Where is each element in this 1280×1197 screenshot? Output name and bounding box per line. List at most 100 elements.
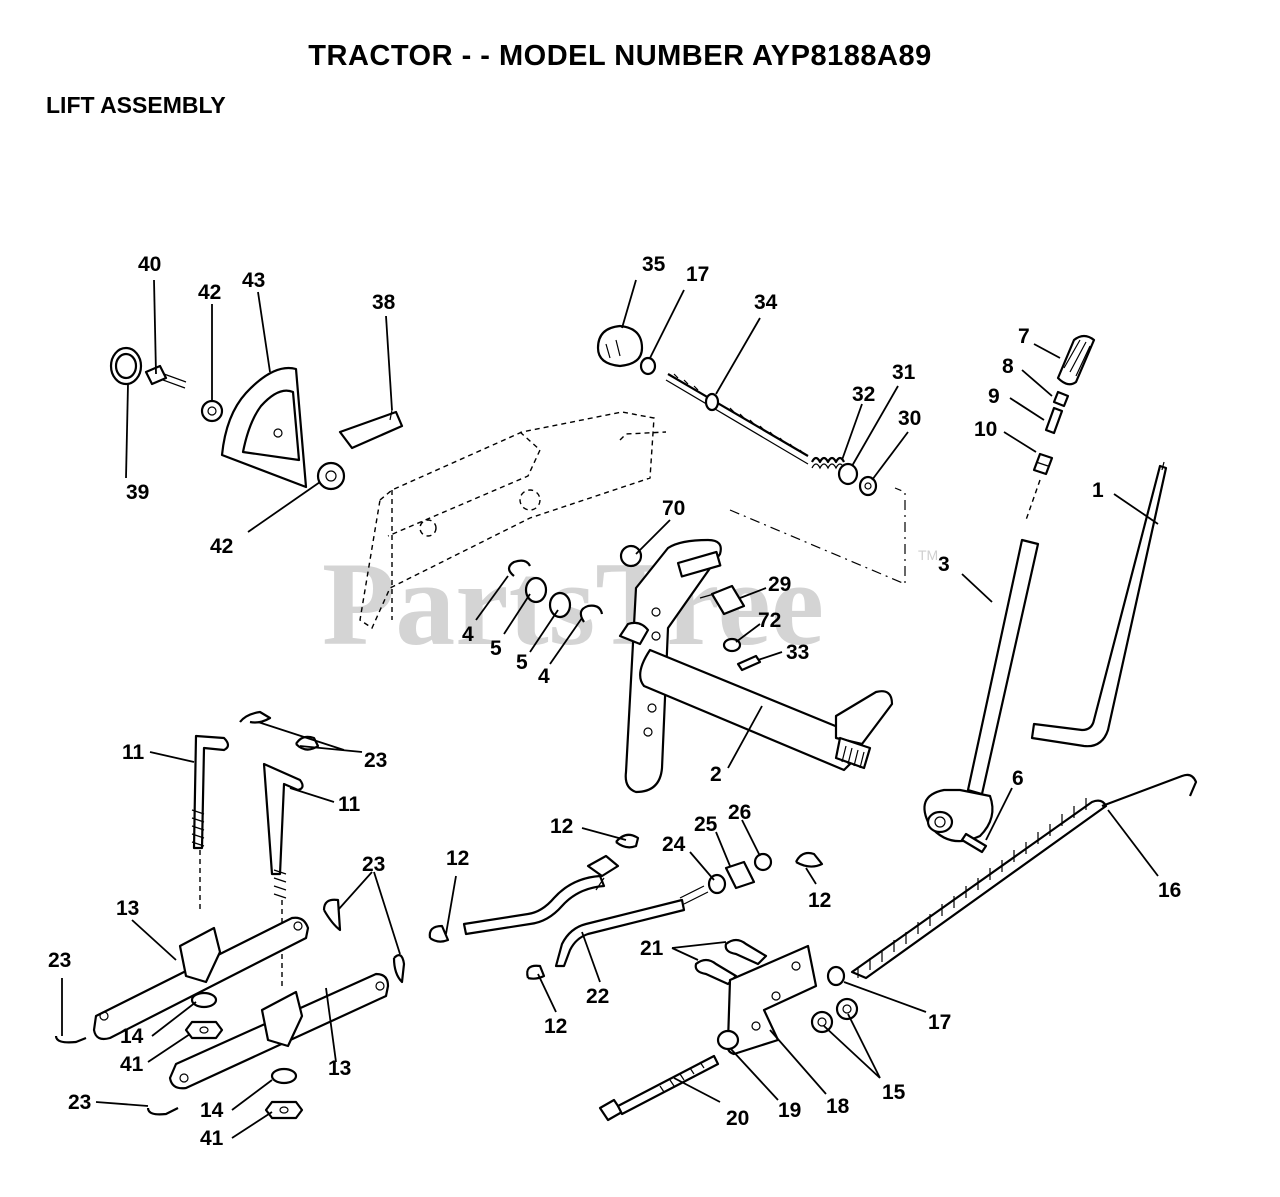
callout-13-upper: 13	[116, 897, 139, 920]
part-1-lift-rod	[1030, 461, 1168, 748]
part-25-block	[724, 860, 756, 890]
callout-11-right: 11	[338, 793, 361, 816]
callout-34: 34	[754, 291, 778, 314]
part-14-washer-lower	[270, 1067, 298, 1085]
callout-22: 22	[586, 985, 609, 1008]
part-13-link-upper	[92, 916, 310, 1041]
part-16-spring	[850, 773, 1198, 980]
part-19-washer	[716, 1029, 740, 1051]
part-26-nut	[753, 852, 773, 872]
callout-12-right: 12	[808, 889, 831, 912]
callout-16: 16	[1158, 879, 1181, 902]
callout-2: 2	[710, 763, 722, 786]
part-11-rod-right	[262, 762, 304, 899]
callout-26: 26	[728, 801, 751, 824]
part-3-lift-lever	[923, 538, 1040, 843]
callout-18: 18	[826, 1095, 850, 1118]
part-23-pin-link-upper	[322, 898, 342, 932]
callout-33: 33	[786, 641, 809, 664]
part-22-rod	[554, 885, 709, 968]
callout-23-bottom: 23	[68, 1091, 91, 1114]
callout-43: 43	[242, 269, 265, 292]
callout-17-top: 17	[686, 263, 709, 286]
part-17-washer-top	[639, 356, 657, 376]
part-14-washer-upper	[190, 991, 218, 1009]
callout-23-mid: 23	[362, 853, 385, 876]
callout-38: 38	[372, 291, 396, 314]
callout-9: 9	[988, 385, 1000, 408]
part-8-collar	[1052, 390, 1070, 408]
part-23-pin-left	[54, 1035, 87, 1044]
callout-41-upper: 41	[120, 1053, 144, 1076]
part-4-ring-right	[579, 604, 604, 623]
callout-32: 32	[852, 383, 875, 406]
callout-24: 24	[662, 833, 686, 856]
callout-5-b: 5	[516, 651, 528, 674]
part-23-pin-top	[239, 710, 272, 724]
part-30-nut	[858, 475, 878, 497]
callout-10: 10	[974, 418, 997, 441]
part-15-bushing-b	[835, 997, 859, 1021]
leader-lines	[61, 279, 1159, 1139]
callout-23-left: 23	[48, 949, 71, 972]
part-42-washer-lower	[316, 461, 346, 491]
callout-14-lower: 14	[200, 1099, 224, 1122]
part-12-pin-left	[428, 924, 450, 943]
part-29-block	[699, 584, 746, 616]
callout-31: 31	[892, 361, 916, 384]
callout-7: 7	[1018, 325, 1030, 348]
callout-70: 70	[662, 497, 685, 520]
part-5-ring-b	[548, 591, 572, 619]
callout-35: 35	[642, 253, 666, 276]
callout-12-top: 12	[550, 815, 573, 838]
part-34-threaded-rod	[665, 373, 809, 465]
callout-19: 19	[778, 1099, 801, 1122]
part-15-bushing-a	[810, 1010, 834, 1034]
callout-4-left: 4	[462, 623, 474, 646]
part-5-ring-a	[524, 576, 548, 604]
callout-20: 20	[726, 1107, 749, 1130]
watermark-text: PartsTree	[322, 537, 824, 670]
part-23-pin-link-lower	[392, 954, 406, 984]
part-17-washer-bottom	[826, 965, 846, 987]
part-42-washer-upper	[200, 399, 224, 423]
part-41-nut-lower	[264, 1100, 304, 1120]
callout-1: 1	[1092, 479, 1104, 502]
part-20-bolt	[598, 1054, 720, 1122]
callout-11-left: 11	[122, 741, 145, 764]
callout-8: 8	[1002, 355, 1014, 378]
part-41-nut-upper	[184, 1020, 224, 1040]
callout-72: 72	[758, 609, 781, 632]
part-4-ring-left	[507, 559, 531, 577]
part-13-link-lower	[168, 972, 390, 1090]
part-43-bracket	[220, 366, 308, 489]
callout-40: 40	[138, 253, 161, 276]
part-70-washer	[619, 544, 643, 568]
part-6-bolt	[960, 832, 988, 854]
callout-42-upper: 42	[198, 281, 221, 304]
callout-13-lower: 13	[328, 1057, 351, 1080]
part-23-pin-bottom	[146, 1107, 179, 1116]
callout-12-bottom: 12	[544, 1015, 567, 1038]
callout-5-a: 5	[490, 637, 502, 660]
part-32-spring-small	[811, 456, 845, 470]
part-upper-rod	[462, 854, 620, 936]
part-7-grip	[1056, 334, 1096, 386]
callout-29: 29	[768, 573, 791, 596]
part-31-washer	[837, 462, 859, 486]
callout-39: 39	[126, 481, 149, 504]
part-39-ring	[109, 346, 143, 386]
page-title: TRACTOR - - MODEL NUMBER AYP8188A89	[308, 40, 932, 72]
callout-21: 21	[640, 937, 664, 960]
part-10-nut	[1032, 452, 1054, 476]
section-subtitle: LIFT ASSEMBLY	[46, 92, 226, 118]
part-2-lift-shaft	[618, 538, 894, 794]
part-12-pin-right	[795, 851, 824, 868]
callout-labels: 40 42 43 38 39 42 35 17 34 32 31 30 7 8 …	[48, 253, 1181, 1150]
callout-23-top: 23	[364, 749, 387, 772]
watermark-tm: TM	[918, 547, 938, 563]
part-35-knob	[596, 324, 644, 368]
part-12-pin-bottom	[526, 964, 546, 980]
part-38-spring-clip	[338, 409, 404, 450]
